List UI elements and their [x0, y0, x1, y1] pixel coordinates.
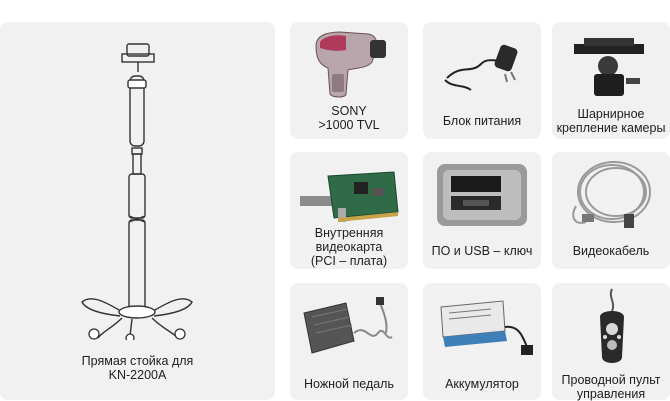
item-card-stand: Прямая стойка для KN-2200A — [0, 22, 275, 400]
camera-icon — [306, 28, 392, 100]
item-card-camera: SONY >1000 TVL — [290, 22, 408, 139]
cable-coil-icon — [566, 156, 658, 236]
item-caption: Внутренняя видеокарта (PCI – плата) — [310, 226, 388, 268]
item-caption: Блок питания — [442, 114, 522, 128]
foot-pedal-icon — [300, 293, 400, 363]
item-caption: Прямая стойка для KN-2200A — [81, 354, 194, 382]
item-card-foot-pedal: Ножной педаль — [290, 283, 408, 400]
item-card-usb-key: ПО и USB – ключ — [423, 152, 541, 269]
item-caption: SONY >1000 TVL — [318, 104, 380, 132]
wired-remote-icon — [592, 287, 632, 367]
item-card-battery: Аккумулятор — [423, 283, 541, 400]
item-card-power-adapter: Блок питания — [423, 22, 541, 139]
stand-icon — [72, 40, 202, 340]
item-caption: Аккумулятор — [445, 377, 519, 391]
item-caption: Видеокабель — [572, 244, 650, 258]
item-caption: Ножной педаль — [303, 377, 394, 391]
item-caption: Шарнирное крепление камеры — [556, 107, 666, 135]
usb-key-tin-icon — [435, 162, 529, 228]
item-card-wired-remote: Проводной пульт управления — [552, 283, 670, 401]
pci-card-icon — [298, 168, 402, 228]
item-caption: Проводной пульт управления — [561, 373, 661, 401]
power-adapter-icon — [441, 34, 525, 96]
item-caption: ПО и USB – ключ — [431, 244, 533, 258]
battery-pack-icon — [431, 297, 535, 363]
item-card-video-cable: Видеокабель — [552, 152, 670, 269]
item-card-ball-head: Шарнирное крепление камеры — [552, 22, 670, 139]
ball-head-mount-icon — [572, 38, 652, 98]
item-card-pci-card: Внутренняя видеокарта (PCI – плата) — [290, 152, 408, 269]
